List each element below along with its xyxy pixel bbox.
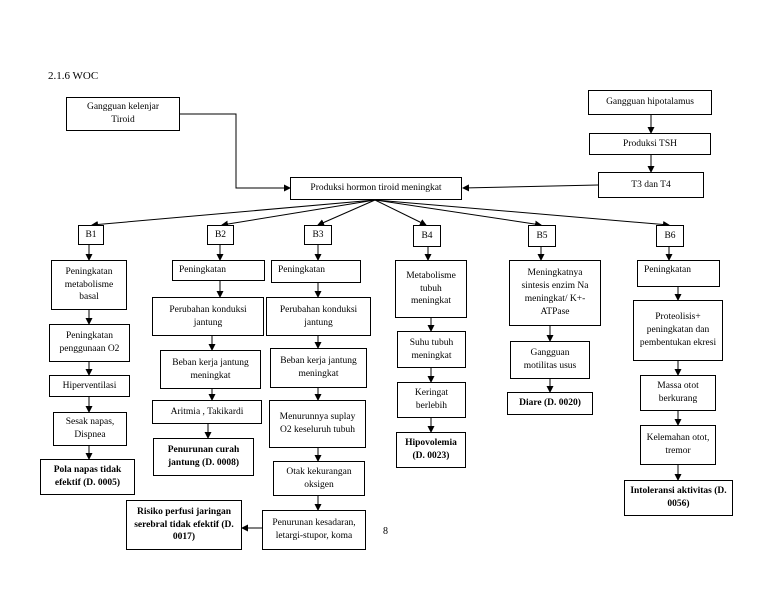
t3-t4-box: T3 dan T4 [598, 172, 704, 198]
b6-node-increase: Peningkatan [637, 260, 720, 287]
b1-node-oxygen-use: Peningkatan penggunaan O2 [49, 324, 130, 362]
branch-b1-label: B1 [78, 225, 104, 245]
arrow-hormone-to-b6 [374, 199, 670, 228]
section-title: 2.1.6 WOC [48, 70, 99, 82]
arrow-thyroid-to-hormone [180, 113, 291, 192]
b2-diagnosis: Penurunan curah jantung (D. 0008) [153, 438, 254, 476]
b4-node-sweating: Keringat berlebih [397, 382, 466, 418]
b3-node-increase: Peningkatan [271, 260, 361, 283]
thyroid-gland-disorder-box: Gangguan kelenjar Tiroid [66, 97, 180, 131]
b5-diagnosis: Diare (D. 0020) [507, 392, 593, 415]
b6-node-muscle-weakness: Kelemahan otot, tremor [640, 425, 716, 465]
b2-node-conduction-change: Perubahan konduksi jantung [152, 297, 264, 336]
arrow-t3t4-to-hormone [462, 184, 599, 192]
b6-node-muscle-mass: Massa otot berkurang [640, 375, 716, 411]
b5-node-bowel-motility: Gangguan motilitas usus [510, 341, 590, 379]
b1-diagnosis: Pola napas tidak efektif (D. 0005) [40, 459, 135, 495]
b3-node-conduction-change: Perubahan konduksi jantung [266, 297, 371, 336]
b5-node-enzyme-synthesis: Meningkatnya sintesis enzim Na meningkat… [509, 260, 601, 326]
b4-diagnosis: Hipovolemia (D. 0023) [396, 432, 466, 468]
b3-node-brain-hypoxia: Otak kekurangan oksigen [273, 461, 365, 496]
arrow-hormone-to-b1 [91, 199, 376, 228]
b3-diagnosis: Risiko perfusi jaringan serebral tidak e… [126, 500, 242, 550]
b2-node-increase: Peningkatan [172, 260, 265, 281]
branch-b2-label: B2 [207, 225, 234, 245]
hormone-production-box: Produksi hormon tiroid meningkat [290, 177, 462, 200]
page-number: 8 [383, 526, 388, 537]
arrow-hormone-to-b3 [317, 199, 376, 226]
b1-node-metabolism: Peningkatan metabolisme basal [51, 260, 127, 310]
b1-node-dyspnea: Sesak napas, Dispnea [53, 412, 127, 446]
branch-b4-label: B4 [413, 225, 441, 247]
arrow-hormone-to-b2 [221, 199, 376, 228]
b4-node-body-temperature: Suhu tubuh meningkat [397, 331, 466, 368]
arrow-hormone-to-b4 [374, 199, 427, 226]
b4-node-metabolism: Metabolisme tubuh meningkat [395, 260, 467, 318]
tsh-production-box: Produksi TSH [589, 133, 711, 155]
branch-b3-label: B3 [304, 225, 332, 245]
b3-node-oxygen-supply: Menurunnya suplay O2 keseluruh tubuh [269, 400, 366, 448]
arrow-hormone-to-b5 [374, 199, 542, 228]
b1-node-hyperventilation: Hiperventilasi [49, 375, 130, 397]
branch-b6-label: B6 [656, 225, 684, 247]
b3-node-consciousness: Penurunan kesadaran, letargi-stupor, kom… [262, 510, 366, 550]
b2-node-cardiac-workload: Beban kerja jantung meningkat [160, 350, 261, 389]
b6-node-proteolysis: Proteolisis+ peningkatan dan pembentukan… [633, 300, 723, 361]
b2-node-arrhythmia: Aritmia , Takikardi [152, 400, 262, 424]
b3-node-cardiac-workload: Beban kerja jantung meningkat [270, 348, 367, 388]
hypothalamus-disorder-box: Gangguan hipotalamus [588, 90, 712, 115]
b6-diagnosis: Intoleransi aktivitas (D. 0056) [624, 480, 733, 516]
branch-b5-label: B5 [528, 225, 556, 247]
